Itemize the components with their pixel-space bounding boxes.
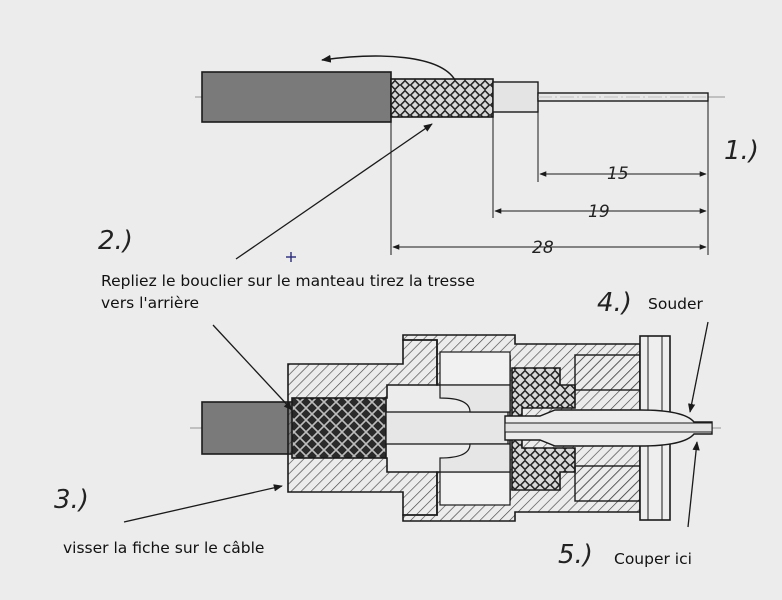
dimension-19: 19 xyxy=(588,202,610,222)
leader-fold-2 xyxy=(212,324,293,411)
caption-solder: Souder xyxy=(648,295,703,313)
connector-cable-jacket xyxy=(201,401,295,455)
step-3-label: 3.) xyxy=(54,485,89,515)
step-4-label: 4.) xyxy=(597,288,632,318)
caption-cut: Couper ici xyxy=(614,550,692,568)
dimension-28: 28 xyxy=(532,238,554,258)
step-1-label: 1.) xyxy=(724,136,759,166)
leader-solder xyxy=(688,321,709,413)
insulator xyxy=(511,367,576,491)
caption-fold-cont: vers l'arrière xyxy=(101,294,200,312)
caption-fold: Repliez le bouclier sur le manteau tirez… xyxy=(101,272,475,290)
leader-fold xyxy=(235,123,433,260)
braided-shield xyxy=(390,78,494,118)
dimension-15: 15 xyxy=(607,164,629,184)
step-2-label: 2.) xyxy=(98,226,133,256)
step-5-label: 5.) xyxy=(558,540,593,570)
caption-screw: visser la fiche sur le câble xyxy=(63,539,265,557)
dimension-lines xyxy=(390,101,709,255)
cable-jacket xyxy=(201,71,392,123)
leader-screw xyxy=(123,484,283,523)
stripped-cable xyxy=(195,54,725,123)
leader-cut xyxy=(687,441,700,528)
crosshair-mark xyxy=(286,252,296,262)
connector-section xyxy=(190,334,722,522)
fold-back-arrow xyxy=(321,54,456,81)
dielectric xyxy=(492,81,539,113)
folded-braid xyxy=(291,397,387,459)
